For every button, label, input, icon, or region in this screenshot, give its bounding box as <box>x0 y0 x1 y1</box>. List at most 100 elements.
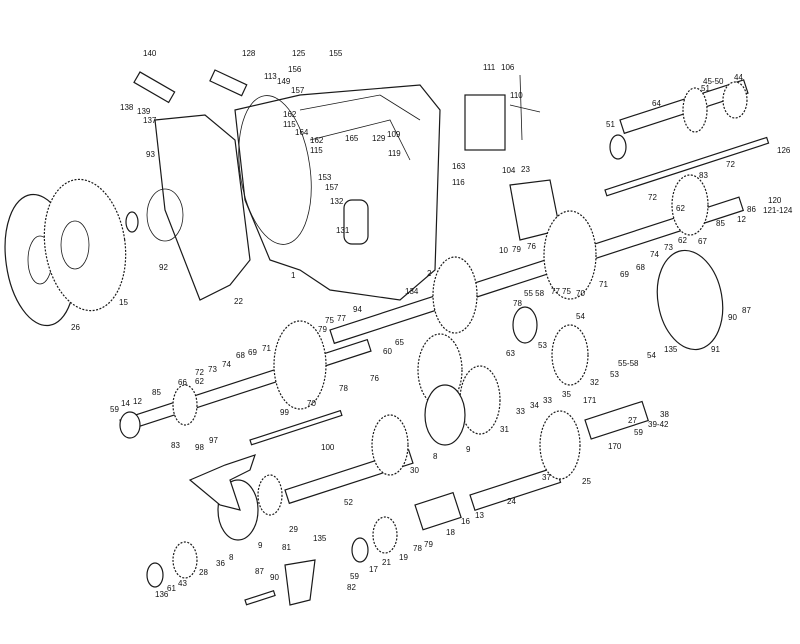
part-label: 35 <box>562 390 571 399</box>
bearing-51 <box>609 134 627 160</box>
part-label: 76 <box>527 242 536 251</box>
rod-99 <box>249 409 343 446</box>
part-label: 2 <box>427 269 432 278</box>
part-label: 72 <box>648 193 657 202</box>
part-label: 106 <box>501 63 515 72</box>
part-label: 31 <box>500 425 509 434</box>
part-label: 70 <box>307 399 316 408</box>
part-label: 170 <box>608 442 622 451</box>
part-label: 120 <box>768 196 782 205</box>
part-label: 55 58 <box>524 289 545 298</box>
gear-29 <box>257 474 283 516</box>
part-label: 39-42 <box>648 420 669 429</box>
part-label: 104 <box>502 166 516 175</box>
part-label: 32 <box>590 378 599 387</box>
ring-136 <box>146 562 164 588</box>
part-label: 77 <box>551 287 560 296</box>
part-label: 98 <box>195 443 204 452</box>
part-label: 8 <box>229 553 234 562</box>
part-label: 171 <box>583 396 597 405</box>
part-label: 78 <box>413 544 422 553</box>
part-label: 61 <box>167 584 176 593</box>
part-label: 90 <box>728 313 737 322</box>
part-label: 97 <box>209 436 218 445</box>
part-label: 85 <box>716 219 725 228</box>
part-label: 68 <box>636 263 645 272</box>
part-label: 19 <box>399 553 408 562</box>
part-label: 33 <box>516 407 525 416</box>
part-label: 27 <box>628 416 637 425</box>
mainshaft <box>329 196 745 345</box>
part-label: 115 <box>310 146 323 155</box>
gear-32 <box>551 324 589 386</box>
plunger-128 <box>209 69 248 97</box>
seal-ring <box>125 211 139 233</box>
part-label: 60 <box>383 347 392 356</box>
part-label: 72 <box>195 368 204 377</box>
part-label: 125 <box>292 49 306 58</box>
part-label: 156 <box>288 65 302 74</box>
part-label: 132 <box>330 197 344 206</box>
gear-31 <box>459 365 501 435</box>
part-label: 93 <box>146 150 155 159</box>
yoke-81 <box>284 559 316 606</box>
part-label: 17 <box>369 565 378 574</box>
part-label: 59 <box>350 572 359 581</box>
part-label: 99 <box>280 408 289 417</box>
part-label: 85 <box>152 388 161 397</box>
part-label: 74 <box>650 250 659 259</box>
part-label: 63 <box>506 349 515 358</box>
part-label: 116 <box>452 178 465 187</box>
part-label: 94 <box>353 305 362 314</box>
part-label: 113 <box>264 72 277 81</box>
bolt-87 <box>244 589 276 606</box>
part-label: 135 <box>664 345 678 354</box>
part-label: 79 <box>512 245 521 254</box>
part-label: 9 <box>466 445 471 454</box>
part-label: 66 <box>178 378 187 387</box>
part-label: 109 <box>387 130 401 139</box>
part-label: 34 <box>530 401 539 410</box>
part-label: 37 <box>542 473 551 482</box>
bell-housing <box>154 114 251 301</box>
part-label: 45-50 <box>703 77 724 86</box>
washer-21 <box>351 537 369 563</box>
part-label: 10 <box>499 246 508 255</box>
torque-converter-hub <box>60 220 90 270</box>
part-label: 157 <box>325 183 339 192</box>
part-label: 92 <box>159 263 168 272</box>
clutch-pack-70 <box>273 320 327 410</box>
part-label: 28 <box>199 568 208 577</box>
part-label: 87 <box>742 306 751 315</box>
part-label: 36 <box>216 559 225 568</box>
sleeve-140 <box>133 71 176 104</box>
drawing <box>4 69 770 606</box>
part-label: 74 <box>222 360 231 369</box>
part-label: 149 <box>277 77 291 86</box>
part-label: 75 <box>325 316 334 325</box>
part-label: 121-124 <box>763 206 793 215</box>
part-label: 83 <box>699 171 708 180</box>
part-label: 26 <box>71 323 80 332</box>
part-label: 153 <box>318 173 332 182</box>
part-label: 157 <box>291 86 305 95</box>
part-label: 82 <box>347 583 356 592</box>
part-label: 23 <box>521 165 530 174</box>
part-label: 77 <box>337 314 346 323</box>
part-label: 15 <box>119 298 128 307</box>
part-label: 78 <box>339 384 348 393</box>
part-label: 51 <box>701 84 710 93</box>
part-label: 164 <box>295 128 309 137</box>
part-label: 140 <box>143 49 157 58</box>
part-label: 73 <box>664 243 673 252</box>
part-label: 64 <box>652 99 661 108</box>
drum-53 <box>512 306 538 344</box>
torque-converter <box>43 178 127 312</box>
gear-30 <box>371 414 409 476</box>
part-label: 69 <box>248 348 257 357</box>
part-label: 62 <box>676 204 685 213</box>
gear-64 <box>682 87 708 133</box>
part-label: 1 <box>291 271 296 280</box>
part-label: 29 <box>289 525 298 534</box>
